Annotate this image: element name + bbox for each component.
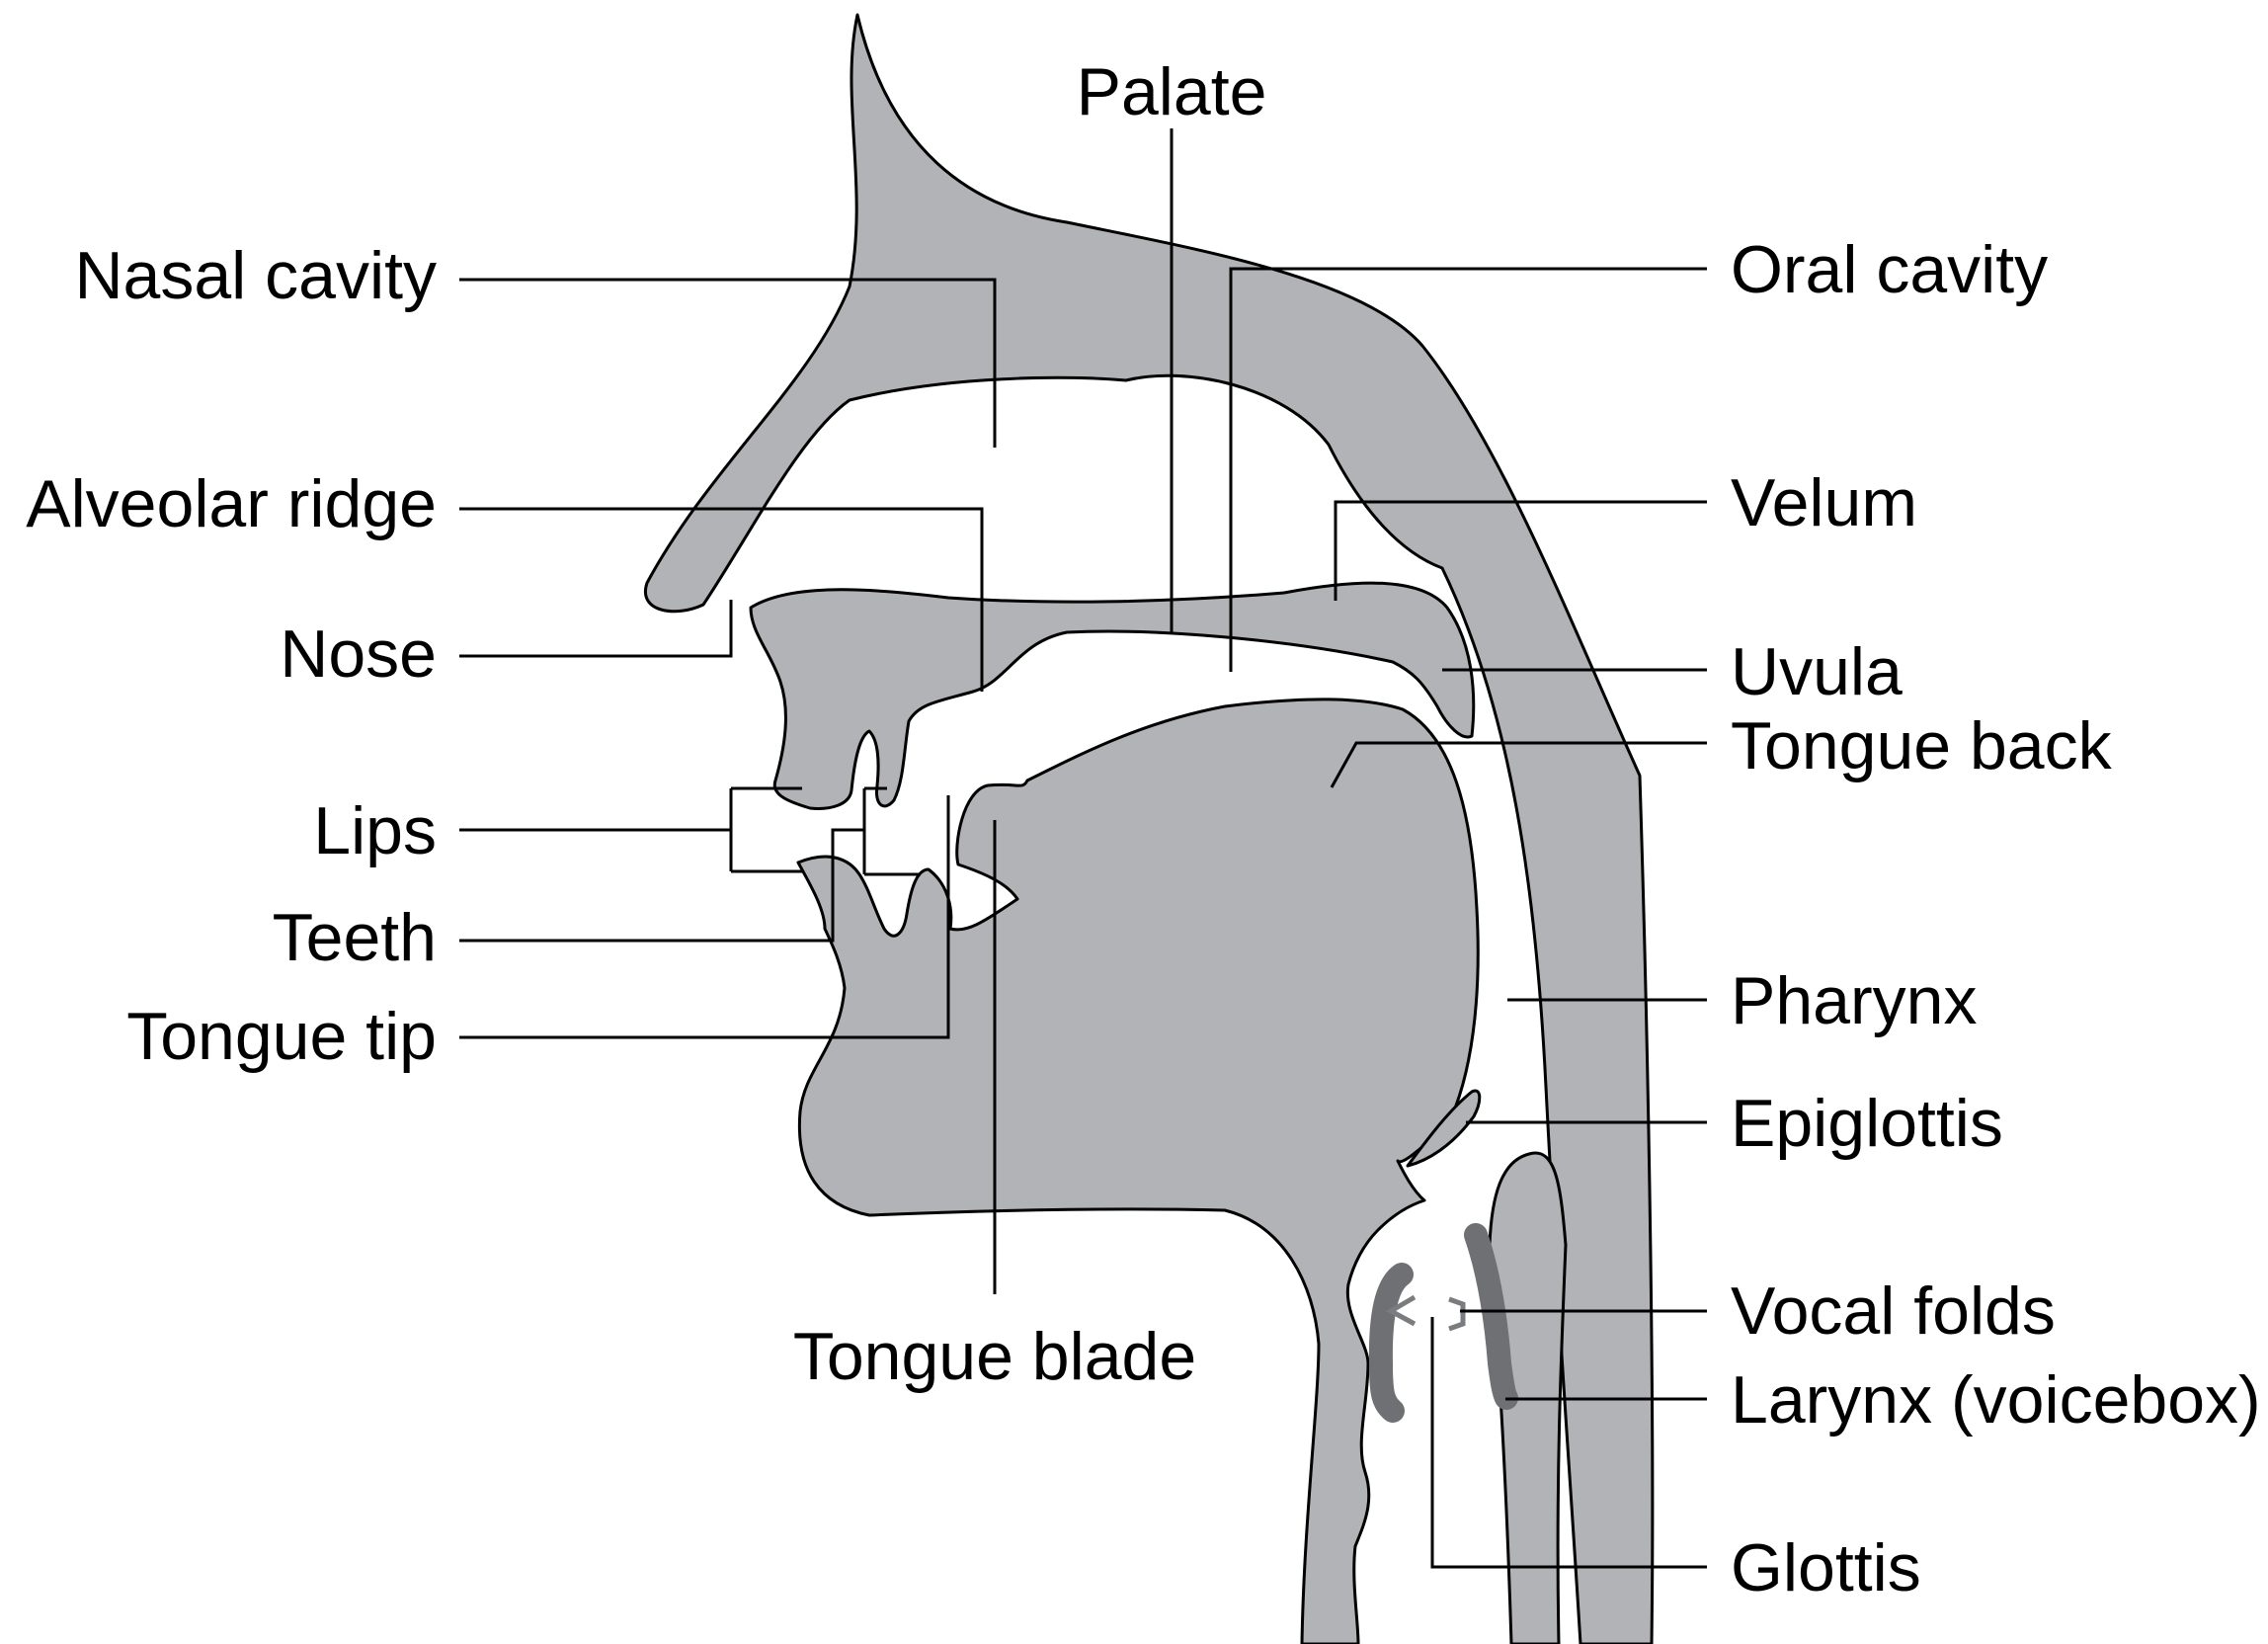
label-tongue-blade: Tongue blade <box>793 1319 1196 1394</box>
label-oral-cavity: Oral cavity <box>1731 232 2048 307</box>
label-teeth: Teeth <box>273 900 437 975</box>
anatomy <box>645 15 1652 1644</box>
label-tongue-tip: Tongue tip <box>126 999 437 1074</box>
label-glottis: Glottis <box>1731 1530 1921 1605</box>
label-larynx: Larynx (voicebox) <box>1731 1362 2261 1438</box>
label-lips: Lips <box>313 793 437 868</box>
label-epiglottis: Epiglottis <box>1731 1086 2003 1161</box>
vocal-fold-front <box>1381 1274 1402 1411</box>
glottis-opening-mark-right <box>1449 1299 1463 1329</box>
label-palate: Palate <box>1077 54 1267 129</box>
label-nose: Nose <box>280 616 437 692</box>
label-nasal-cavity: Nasal cavity <box>74 238 437 313</box>
label-tongue-back: Tongue back <box>1731 708 2113 783</box>
label-alveolar-ridge: Alveolar ridge <box>26 466 437 541</box>
lips-leader <box>459 788 802 871</box>
tongue-jaw-shape <box>798 699 1478 1644</box>
label-pharynx: Pharynx <box>1731 963 1977 1038</box>
label-uvula: Uvula <box>1731 634 1903 709</box>
label-velum: Velum <box>1731 465 1917 540</box>
label-vocal-folds: Vocal folds <box>1731 1274 2056 1349</box>
